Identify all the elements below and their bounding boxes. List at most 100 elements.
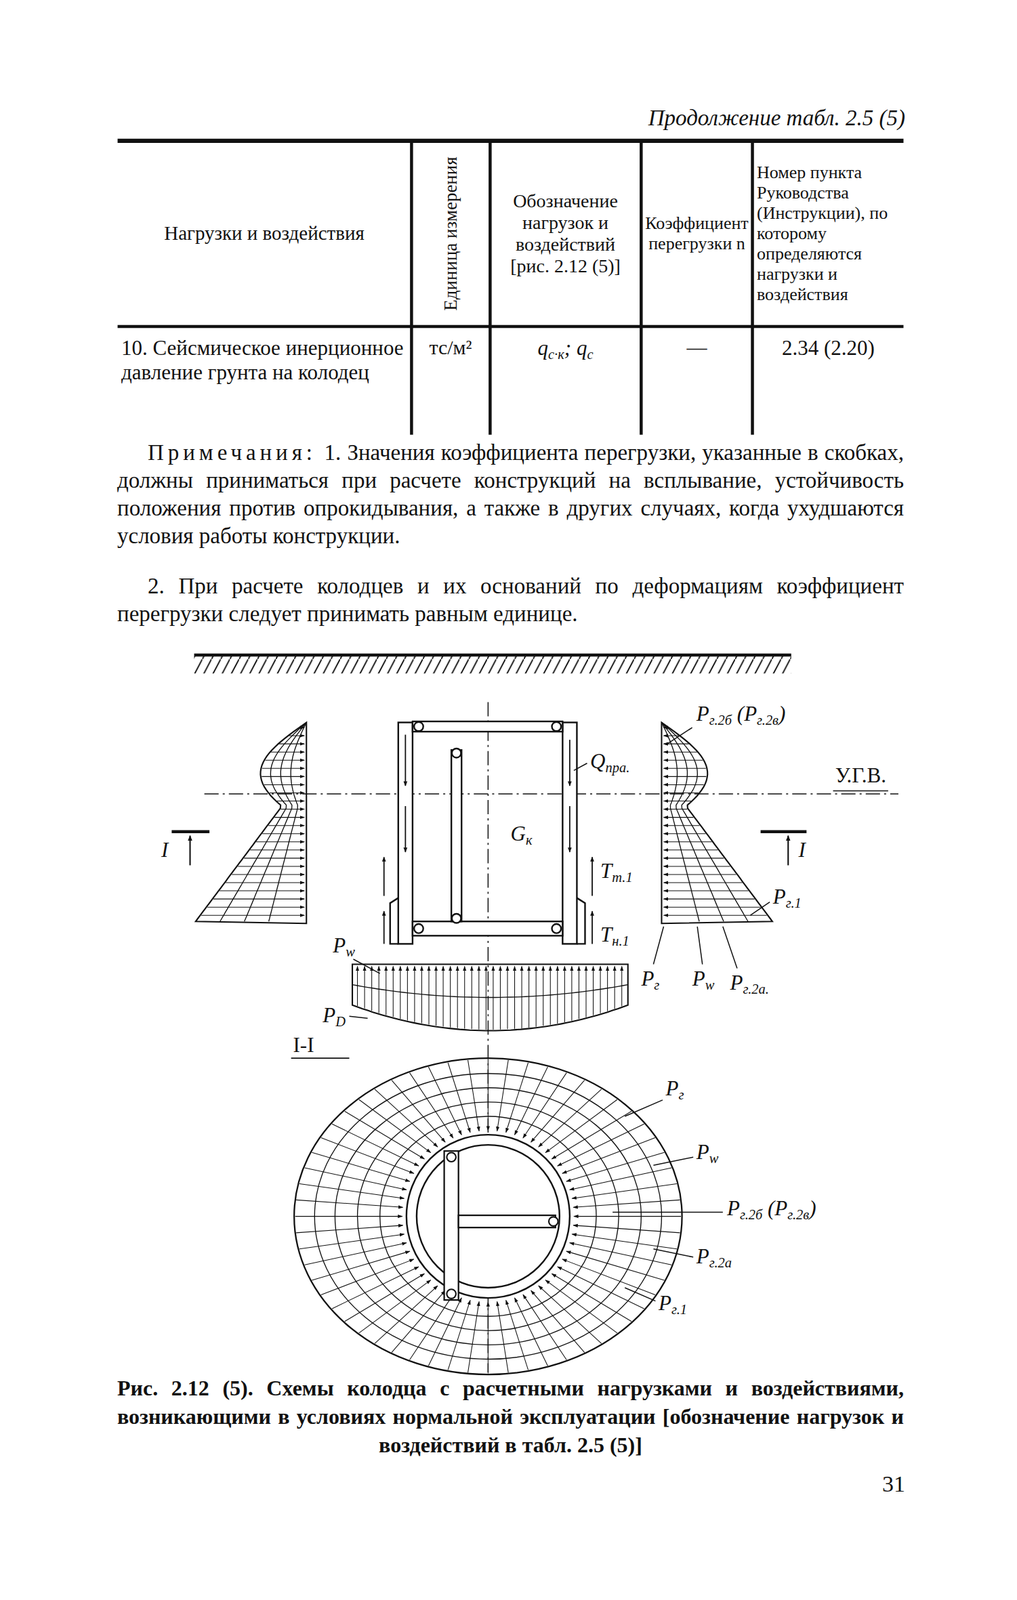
pressure-arrow [663, 768, 706, 770]
pressure-arrow [274, 817, 305, 818]
table-col-rule [409, 140, 414, 435]
pressure-arrow [663, 808, 688, 810]
leader-line [750, 902, 771, 917]
pressure-arrow [573, 1199, 680, 1208]
leader-line [653, 926, 664, 965]
pressure-arrow [663, 833, 706, 835]
pressure-arrow [621, 966, 622, 1007]
pressure-arrow [409, 1294, 454, 1360]
pressure-arrow [261, 776, 305, 778]
pressure-arrow [464, 966, 465, 1030]
diagram-band [380, 1116, 597, 1317]
pressure-arrow [542, 966, 544, 1027]
pressure-arrow [277, 800, 305, 802]
figure-label-wrap: Qпра. [590, 750, 630, 774]
force-arrows [384, 735, 593, 945]
force-arrow [569, 806, 571, 853]
page-number: 31 [840, 1471, 906, 1498]
section-arrow [189, 836, 191, 866]
hinge [552, 722, 562, 732]
figure-label: Pг [666, 1077, 685, 1101]
table-cell: тс/м² [411, 326, 490, 434]
well-wall [398, 722, 413, 945]
pressure-arrow [556, 966, 558, 1024]
pressure-arrow [566, 1152, 665, 1182]
pressure-arrow [487, 1059, 489, 1131]
figure-label: Qпра. [590, 750, 630, 774]
table-cell: 2.34 (2.20) [752, 326, 904, 434]
pressure-arrow [535, 966, 537, 1028]
table-cell-text: 2.34 (2.20) [756, 336, 900, 361]
force-arrow [569, 739, 571, 786]
pressure-arrow [237, 865, 305, 867]
knife-edge [576, 898, 585, 945]
figure-label-wrap: Pw [692, 968, 715, 991]
force-arrow [591, 911, 593, 944]
pressure-arrow [250, 849, 305, 851]
pressure-arrow [219, 890, 305, 892]
table-cell: Номер пункта Руководства (Инструкции), п… [752, 140, 904, 327]
table-top-rule [117, 138, 904, 143]
pressure-arrow [207, 907, 305, 908]
hinge [548, 1216, 559, 1227]
figure-label: Gк [510, 823, 533, 846]
table-cell-text: тс/м² [415, 336, 486, 360]
pressure-arrow [663, 727, 668, 729]
pressure-arrow [300, 727, 305, 729]
table-cell-text: Нагрузки и воздействия [121, 222, 408, 245]
section-bar [171, 829, 210, 834]
pressure-arrow [663, 849, 718, 851]
figure-label: Pг.2а [696, 1246, 732, 1269]
hinge [451, 748, 462, 759]
well-wall [562, 722, 577, 945]
note-paragraph: 2. При расчете колодцев и их оснований п… [117, 572, 904, 629]
pressure-arrow [478, 966, 480, 1030]
pressure-arrow [571, 1183, 677, 1199]
pressure-arrow [663, 907, 761, 908]
figure-label: Pг.2а. [730, 972, 770, 995]
table-cell: 10. Сейсмическое инерционное давление гр… [117, 326, 412, 434]
table-col-rule [488, 140, 492, 435]
table-continuation-title: Продолжение табл. 2.5 (5) [609, 105, 906, 131]
figure-label: Pг.2б (Pг.2в) [696, 703, 786, 726]
pressure-arrow [296, 1199, 403, 1208]
table-cell-text: Коэффициент перегрузки n [645, 213, 749, 255]
pressure-arrow [413, 966, 415, 1023]
pressure-arrow [271, 752, 305, 753]
pressure-arrow [663, 874, 736, 875]
pressure-arrow [487, 1302, 489, 1374]
table-cell: Обозначение нагрузок и воздействий [рис.… [489, 140, 641, 327]
table-head-rule [117, 325, 904, 329]
table-cell-text: Номер пункта Руководства (Инструкции), п… [756, 162, 900, 305]
pressure-arrow [521, 966, 523, 1029]
pressure-arrow [506, 966, 508, 1030]
figure-label: Pw [696, 1141, 719, 1165]
pressure-arrow [443, 966, 444, 1028]
pressure-arrow [262, 833, 305, 835]
leader-line [573, 763, 588, 772]
table-cell: — [640, 326, 753, 434]
pressure-arrow [201, 915, 305, 917]
well-beam [412, 921, 563, 936]
section-underline [291, 1057, 350, 1060]
table-cell-text: Обозначение нагрузок и воздействий [рис.… [493, 190, 637, 278]
pressure-arrow [407, 966, 408, 1022]
table-cell-text: 10. Сейсмическое инерционное давление гр… [121, 336, 408, 385]
figure-label-wrap: Pг [666, 1077, 685, 1101]
figure-label: I [798, 839, 806, 862]
section-arrow [787, 836, 789, 866]
pressure-arrow [523, 1073, 567, 1139]
figure-label-wrap: Tт.1 [600, 860, 633, 883]
diagram-band [352, 985, 629, 999]
pressure-arrow [468, 1301, 480, 1373]
note-text: 2. При расчете колодцев и их оснований п… [117, 573, 904, 627]
leader-line [665, 727, 692, 746]
pressure-arrow [663, 735, 679, 737]
plan-strut [458, 1215, 556, 1228]
water-level-underline [833, 790, 889, 793]
figure-label-wrap: I [161, 839, 169, 862]
pressure-arrow [566, 1251, 665, 1281]
pressure-arrow [262, 768, 305, 770]
pressure-arrow [663, 776, 707, 778]
pressure-arrow [497, 1060, 509, 1132]
